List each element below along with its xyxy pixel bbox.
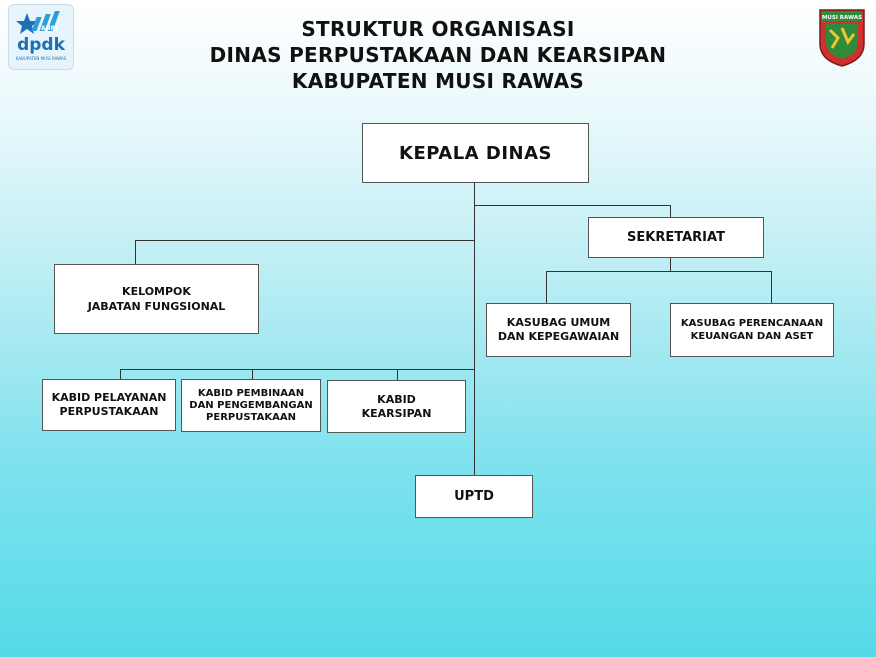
sekretariat-box: SEKRETARIAT: [588, 217, 764, 258]
connector-main-trunk: [474, 182, 475, 476]
kabid-pelayanan-box: KABID PELAYANAN PERPUSTAKAAN: [42, 379, 176, 431]
connector-kabid-pembinaan: [252, 369, 253, 380]
connector-sekretariat-down: [670, 257, 671, 271]
connector-kabid-bar: [120, 369, 474, 370]
dpdk-logo: ANRI dpdk KABUPATEN MUSI RAWAS: [8, 4, 74, 70]
kasubag-perencanaan-box: KASUBAG PERENCANAAN KEUANGAN DAN ASET: [670, 303, 834, 357]
crest-label: MUSI RAWAS: [822, 15, 862, 21]
kabid-kearsipan-box: KABID KEARSIPAN: [327, 380, 466, 433]
kepala-dinas-box: KEPALA DINAS: [362, 123, 589, 183]
connector-to-sekretariat: [474, 205, 671, 206]
uptd-box: UPTD: [415, 475, 533, 518]
musi-rawas-crest-icon: MUSI RAWAS: [819, 9, 865, 67]
connector-kasubag-umum: [546, 271, 547, 303]
title-line-1: STRUKTUR ORGANISASI: [301, 17, 575, 41]
kasubag-umum-box: KASUBAG UMUM DAN KEPEGAWAIAN: [486, 303, 631, 357]
anri-badge: ANRI: [41, 25, 58, 32]
connector-kasubag-perencanaan: [771, 271, 772, 303]
connector-to-fungsional: [135, 240, 474, 241]
connector-kabid-pelayanan: [120, 369, 121, 380]
title-line-2: DINAS PERPUSTAKAAN DAN KEARSIPAN: [209, 43, 667, 67]
dpdk-brand-text: dpdk: [17, 35, 65, 55]
connector-kasubag-bar: [546, 271, 772, 272]
dpdk-sub-text: KABUPATEN MUSI RAWAS: [15, 56, 67, 61]
connector-kabid-kearsipan: [397, 369, 398, 380]
star-icon: ANRI: [16, 11, 60, 34]
connector-fungsional-drop: [135, 240, 136, 264]
kabid-pembinaan-box: KABID PEMBINAAN DAN PENGEMBANGAN PERPUST…: [181, 379, 321, 432]
kelompok-jabatan-fungsional-box: KELOMPOK JABATAN FUNGSIONAL: [54, 264, 259, 334]
connector-sekretariat-drop: [670, 205, 671, 217]
title-line-3: KABUPATEN MUSI RAWAS: [291, 69, 585, 93]
